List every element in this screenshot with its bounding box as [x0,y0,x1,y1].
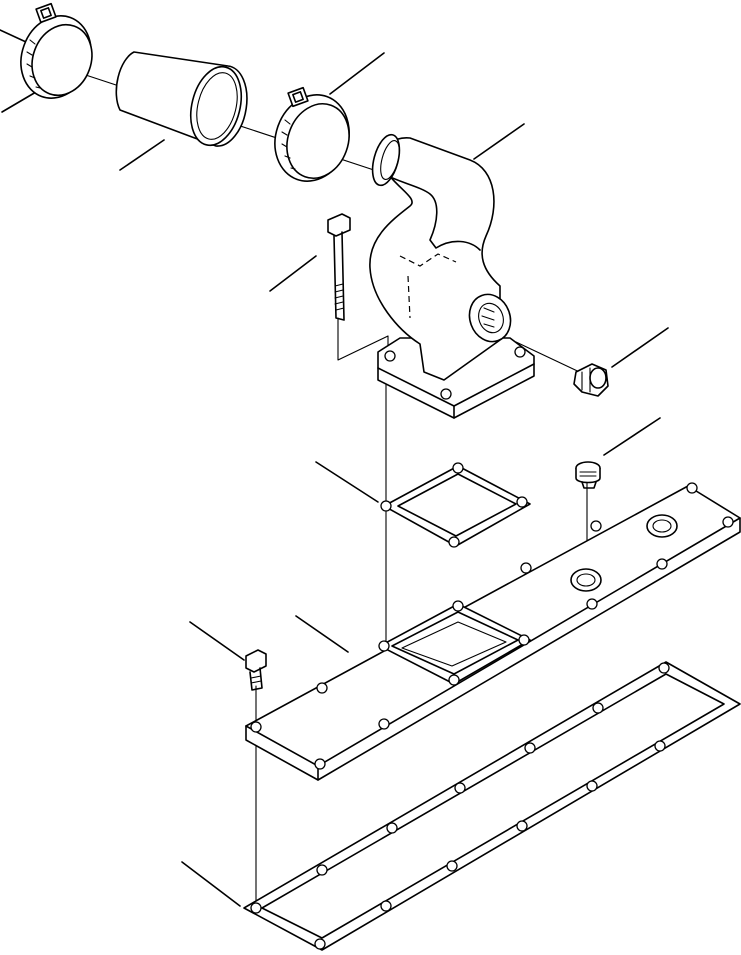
leader-elbow-gasket [315,461,379,503]
leader-cover-plate [295,615,349,653]
intake-elbow [369,133,535,419]
hose-clamp-upper-left [20,2,93,99]
short-bolt [245,649,267,691]
cover-gasket [243,661,741,951]
leader-intake-elbow [473,123,525,160]
hose-clamp-middle [274,86,350,182]
small-plug [575,461,601,489]
leader-connector-hose [119,139,165,171]
callout-leaders [0,29,669,907]
pipe-plug [573,363,609,397]
leader-clamp-middle [329,52,385,95]
leader-long-bolt [269,255,317,292]
long-bolt [327,213,351,321]
connector-hose [115,51,248,147]
leader-pipe-plug [611,327,669,368]
leader-small-plug [603,417,661,456]
leader-cover-gasket [181,861,241,907]
leader-clamp-upper-left-lower [1,91,37,113]
leader-short-bolt [189,621,245,661]
elbow-gasket [380,462,531,548]
intake-cover-plate [245,482,741,781]
